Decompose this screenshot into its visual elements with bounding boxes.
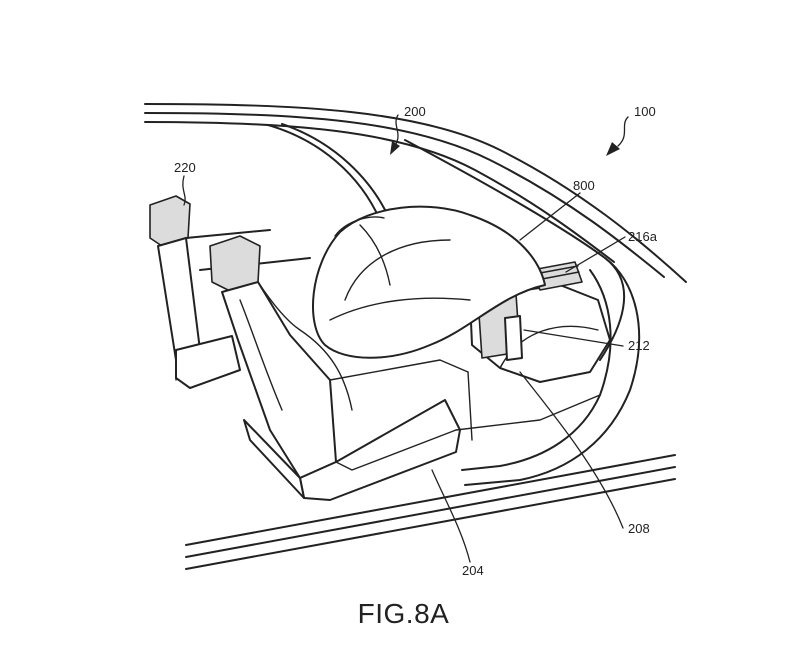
airbag <box>312 205 546 359</box>
reference-labels: 100 200 220 800 216a 212 208 204 <box>174 104 658 578</box>
floor <box>329 359 601 441</box>
front-seat <box>209 235 461 501</box>
dashboard <box>469 261 611 383</box>
leaders <box>182 114 629 563</box>
label-204: 204 <box>462 563 484 578</box>
rear-seat <box>149 195 311 389</box>
label-100: 100 <box>634 104 656 119</box>
label-800: 800 <box>573 178 595 193</box>
label-212: 212 <box>628 338 650 353</box>
label-200: 200 <box>404 104 426 119</box>
figure-caption: FIG.8A <box>357 598 450 629</box>
label-216a: 216a <box>628 229 658 244</box>
door-frame <box>185 257 676 570</box>
label-208: 208 <box>628 521 650 536</box>
roof-lines <box>144 103 687 283</box>
windshield-frame <box>267 123 626 361</box>
label-220: 220 <box>174 160 196 175</box>
